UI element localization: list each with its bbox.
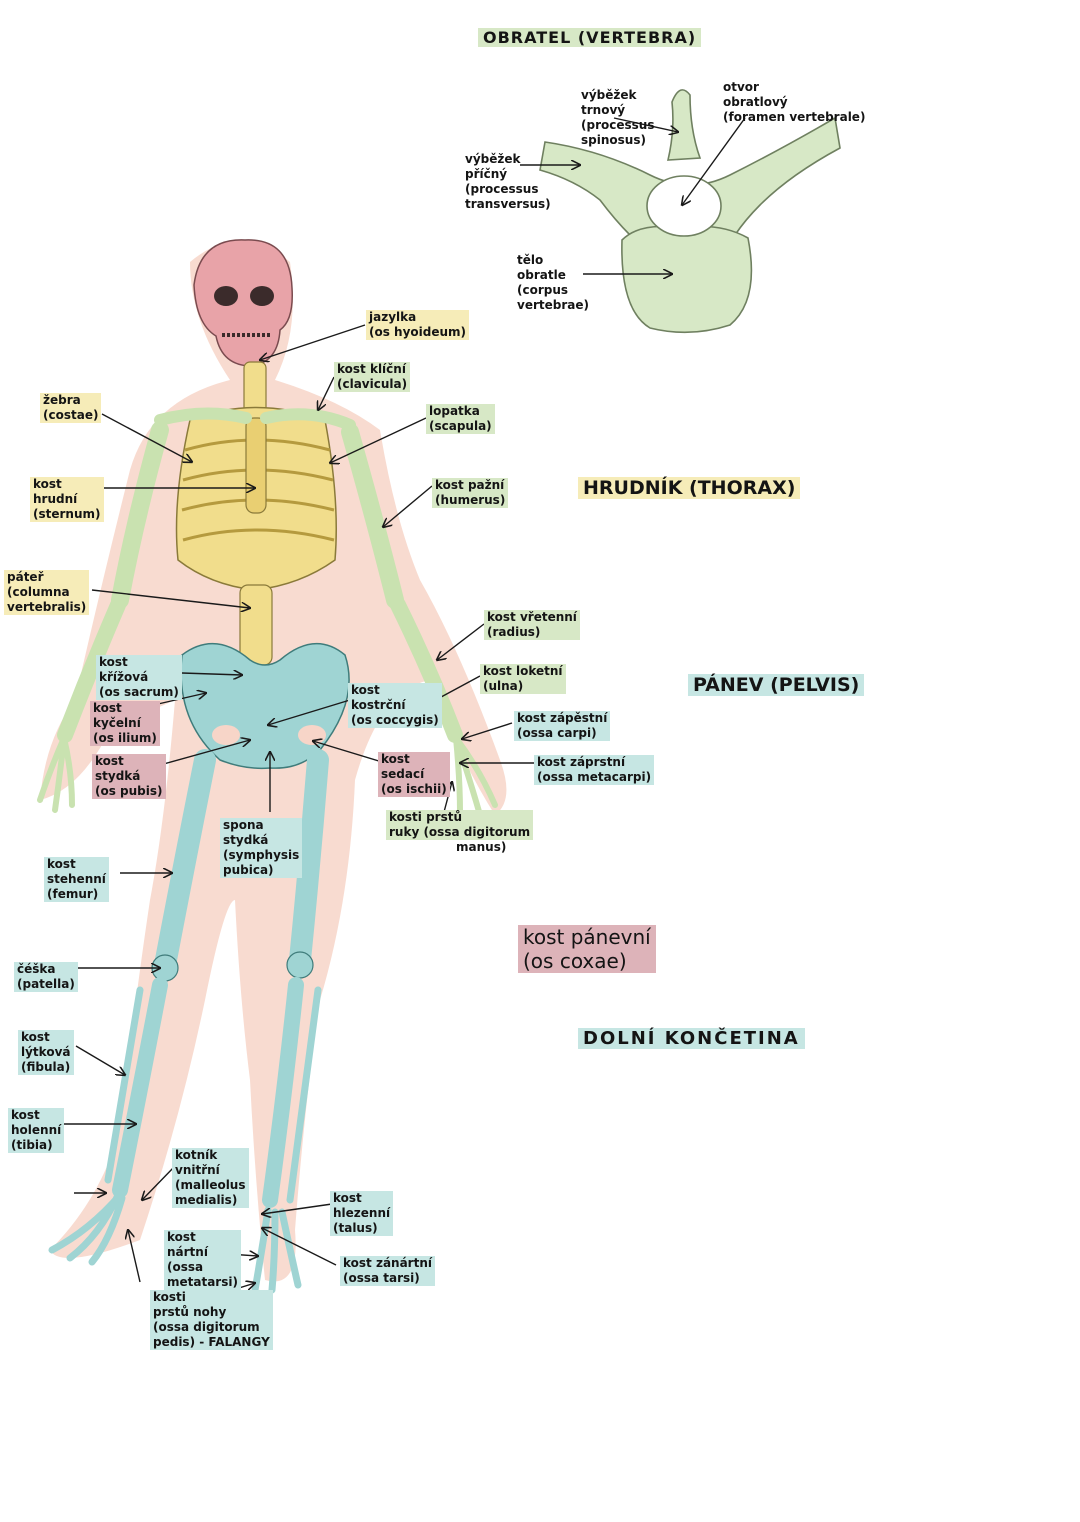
label-costae: žebra(costae) — [40, 393, 102, 423]
left-foot — [48, 1191, 126, 1266]
arrow-fibula — [75, 1045, 125, 1075]
left-fibula — [104, 986, 144, 1184]
label-scapula: lopatka(scapula) — [426, 404, 495, 434]
right-hand — [453, 735, 498, 818]
label-patella: čéška(patella) — [14, 962, 78, 992]
skull-eye-left — [214, 286, 238, 306]
arrow-talus — [262, 1203, 333, 1214]
left-forearm — [57, 597, 126, 743]
skeleton-illustration — [37, 239, 507, 1294]
arrow-carpi — [462, 722, 513, 739]
right-humerus — [341, 423, 404, 609]
left-hand — [37, 735, 75, 813]
heading-os-coxae: kost pánevní (os coxae) — [518, 925, 656, 973]
arrow-malleolus — [142, 1164, 177, 1200]
label-clavicula: kost klíční(clavicula) — [334, 362, 411, 392]
arrow-costae — [101, 413, 192, 462]
heading-lower-limb: DOLNÍ KONČETINA — [578, 1028, 805, 1049]
spinous-process — [666, 89, 702, 161]
arrow-sacrum — [181, 673, 242, 675]
right-femur — [289, 749, 329, 971]
arrow-pubis — [159, 740, 250, 766]
clavicle-left — [154, 407, 252, 426]
left-femur — [154, 749, 216, 976]
label-radius: kost vřetenní(radius) — [484, 610, 580, 640]
arrow-coccygis — [268, 699, 351, 725]
arrow-tarsi — [262, 1228, 337, 1266]
label-metacarpi: kost záprstní(ossa metacarpi) — [534, 755, 655, 785]
heading-pelvis: PÁNEV (PELVIS) — [688, 674, 865, 696]
label-ulna: kost loketní(ulna) — [480, 664, 566, 694]
vertebra-arch — [539, 116, 841, 236]
label-carpi: kost zápěstní(ossa carpi) — [514, 711, 611, 741]
arrow-ischii — [313, 741, 383, 763]
vertebral-body — [621, 225, 753, 334]
arrow-spinosus — [613, 117, 678, 132]
arrow-foramen — [682, 117, 746, 205]
label-tarsi: kost zánártní(ossa tarsi) — [340, 1256, 435, 1286]
right-fibula — [286, 986, 322, 1204]
arrow-humerus — [383, 485, 433, 527]
skull-eye-right — [250, 286, 274, 306]
right-forearm — [390, 597, 463, 743]
arrow-radius — [437, 623, 485, 660]
right-tibia — [262, 977, 304, 1208]
left-tibia — [112, 977, 168, 1198]
clavicle-right — [260, 408, 356, 431]
heading-thorax: HRUDNÍK (THORAX) — [578, 477, 801, 499]
vertebral-foramen — [646, 175, 722, 237]
right-patella — [286, 951, 314, 979]
arrow-ilium — [157, 693, 206, 705]
heading-vertebra: OBRATEL (VERTEBRA) — [478, 28, 702, 47]
label-arrows — [64, 117, 746, 1293]
obturator-left — [212, 725, 240, 745]
arrow-scapula — [330, 417, 427, 463]
left-humerus — [111, 421, 169, 609]
arrow-columna — [91, 589, 250, 608]
arrow-manus — [443, 782, 452, 813]
arrow-clavicula — [318, 376, 335, 410]
arrow-left-toes — [128, 1230, 141, 1283]
arrow-hyoideum — [260, 324, 366, 360]
sternum-shape — [245, 417, 267, 514]
label-hyoideum: jazylka(os hyoideum) — [366, 310, 470, 340]
lumbar-spine — [239, 584, 273, 666]
label-humerus: kost pažní(humerus) — [432, 478, 509, 508]
obturator-right — [298, 725, 326, 745]
